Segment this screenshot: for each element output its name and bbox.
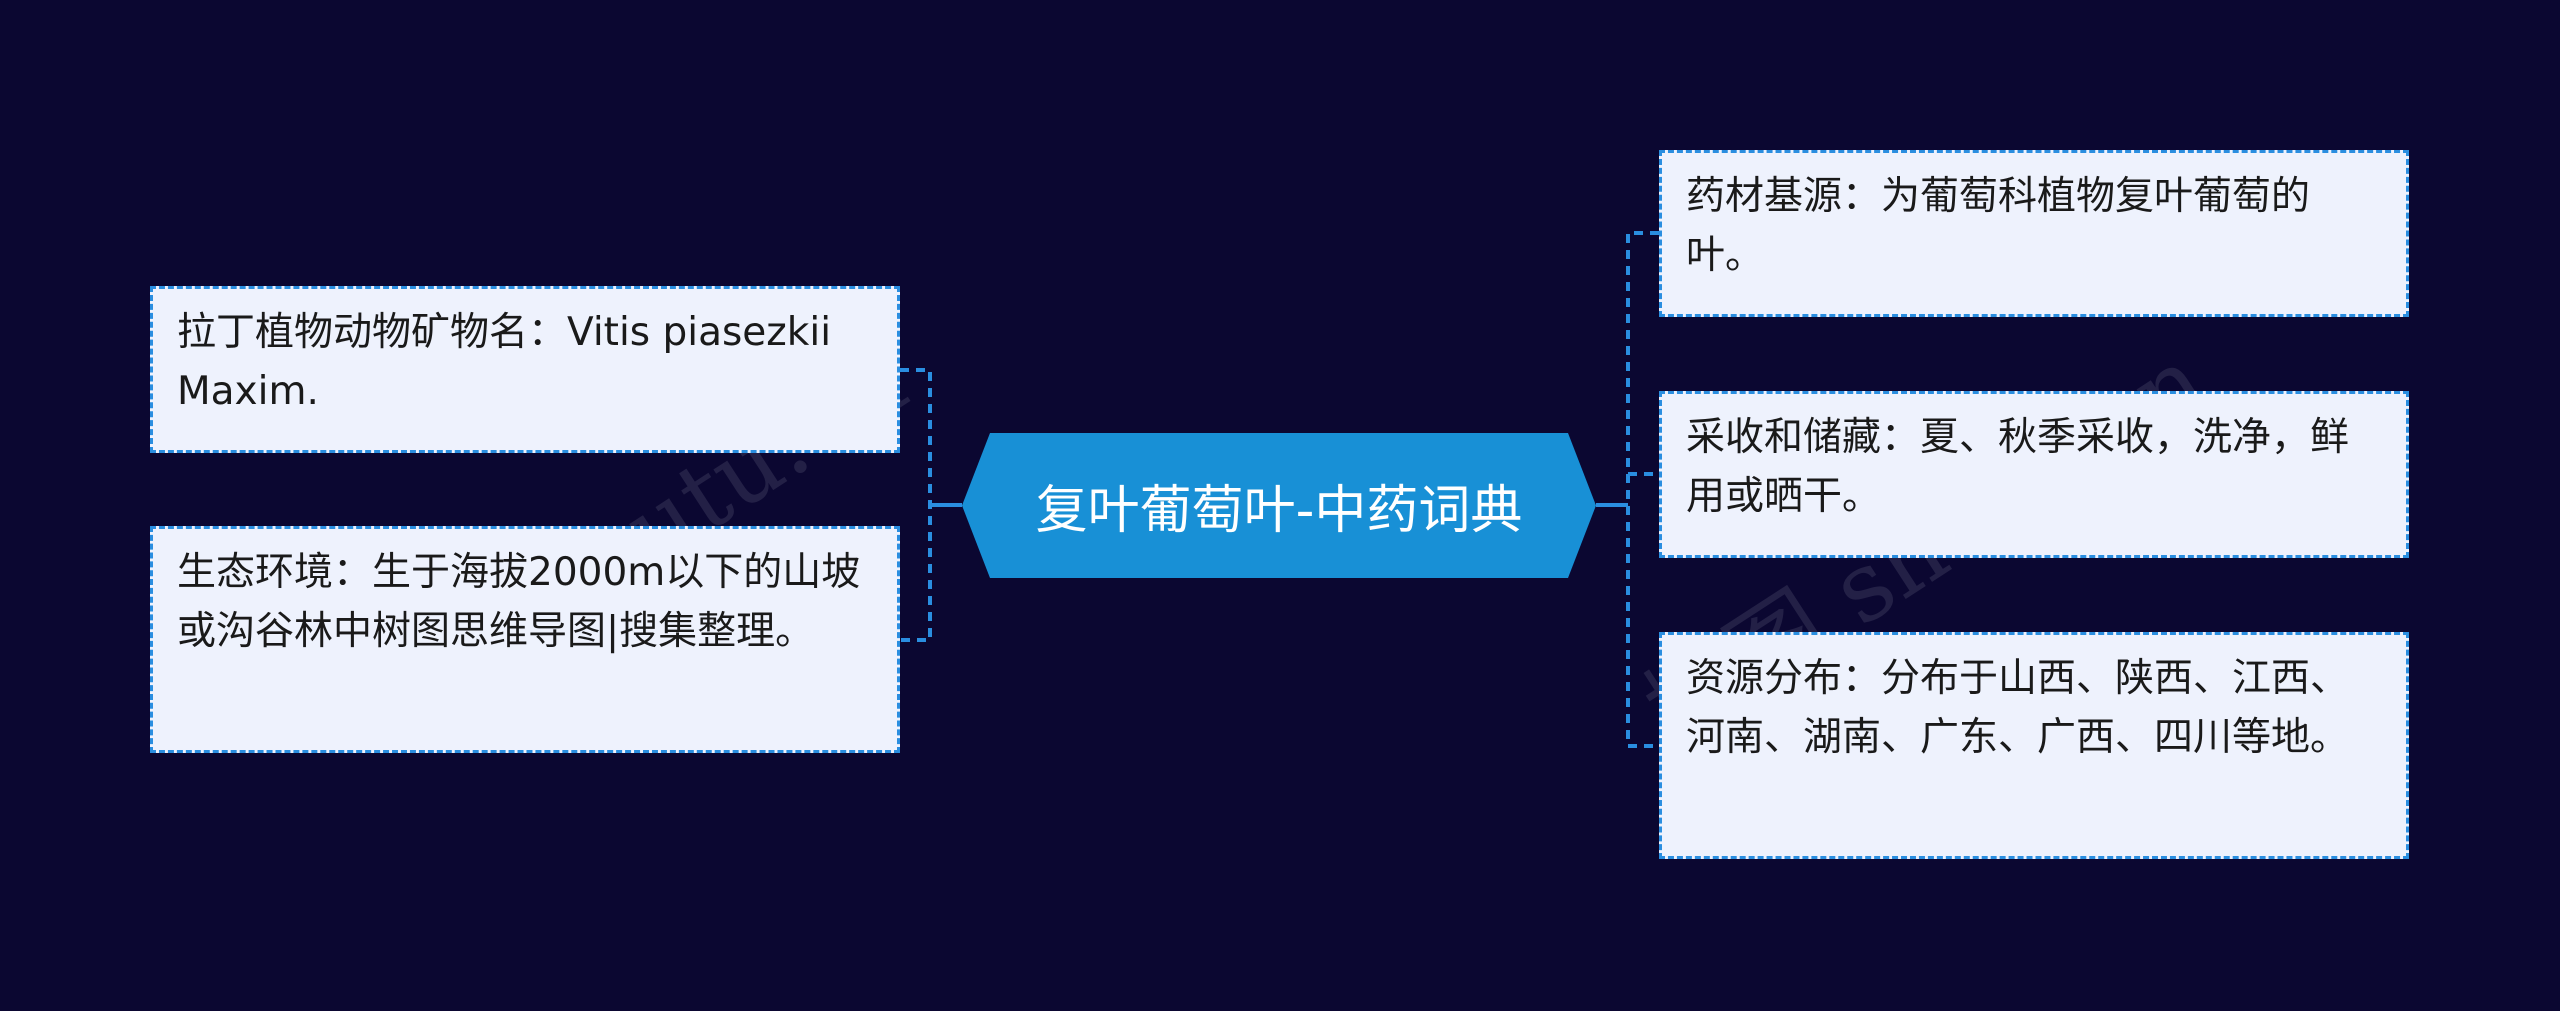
- branch-ecology-text: 生态环境：生于海拔2000m以下的山坡或沟谷林中树图思维导图|搜集整理。: [177, 550, 861, 654]
- branch-latin-name[interactable]: 拉丁植物动物矿物名：Vitis piasezkii Maxim.: [150, 286, 900, 453]
- central-hexagon-shape: [962, 433, 1596, 578]
- connector-left-bracket: [900, 368, 932, 642]
- branch-distribution-text: 资源分布：分布于山西、陕西、江西、河南、湖南、广东、广西、四川等地。: [1686, 656, 2350, 760]
- branch-medicinal-source-text: 药材基源：为葡萄科植物复叶葡萄的叶。: [1686, 174, 2311, 278]
- branch-distribution[interactable]: 资源分布：分布于山西、陕西、江西、河南、湖南、广东、广西、四川等地。: [1659, 632, 2409, 859]
- central-topic-label: 复叶葡萄叶-中药词典: [1035, 481, 1523, 541]
- branch-harvest-storage[interactable]: 采收和储藏：夏、秋季采收，洗净，鲜用或晒干。: [1659, 391, 2409, 558]
- branch-medicinal-source[interactable]: 药材基源：为葡萄科植物复叶葡萄的叶。: [1659, 150, 2409, 317]
- branch-ecology[interactable]: 生态环境：生于海拔2000m以下的山坡或沟谷林中树图思维导图|搜集整理。: [150, 526, 900, 753]
- connector-right-bracket: [1626, 231, 1659, 748]
- branch-harvest-storage-text: 采收和储藏：夏、秋季采收，洗净，鲜用或晒干。: [1686, 415, 2350, 519]
- branch-latin-name-text: 拉丁植物动物矿物名：Vitis piasezkii Maxim.: [177, 310, 832, 414]
- central-topic[interactable]: 复叶葡萄叶-中药词典: [962, 433, 1596, 578]
